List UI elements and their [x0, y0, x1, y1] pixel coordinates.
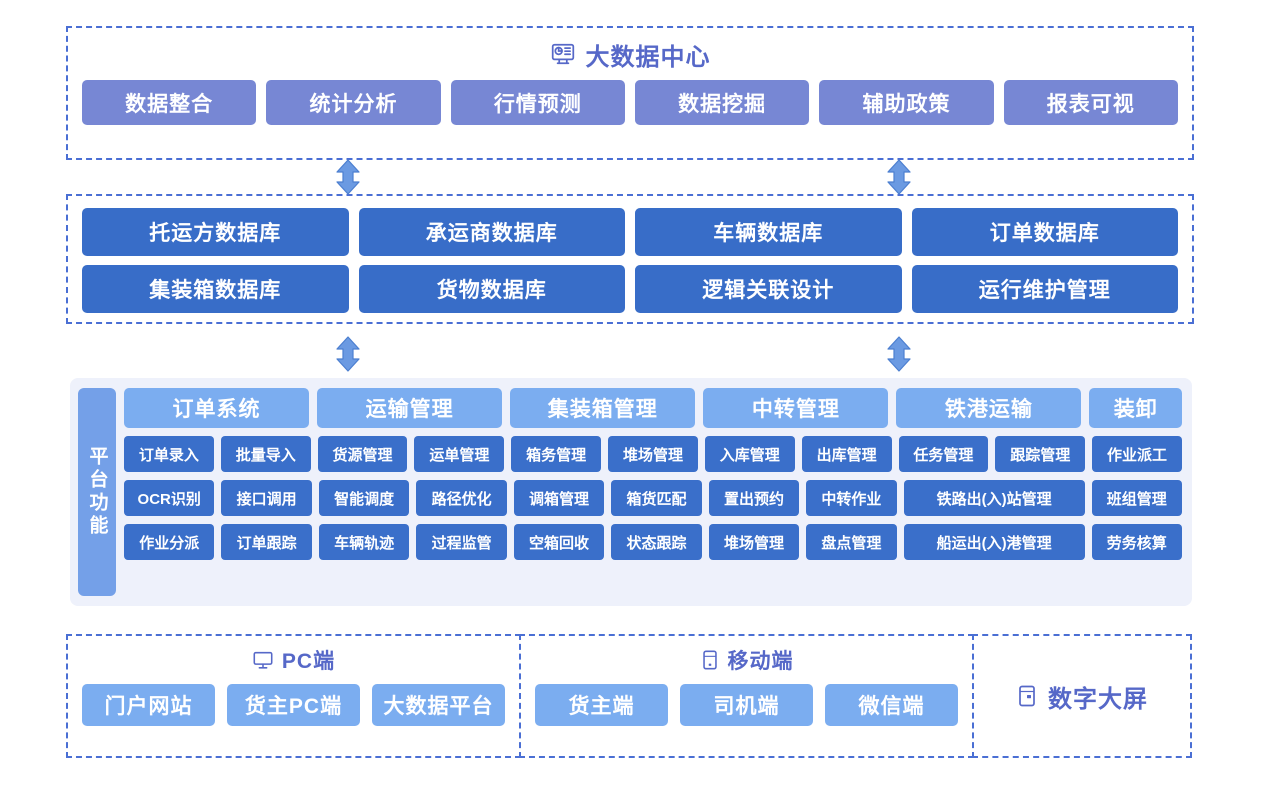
- platform-function-0-10[interactable]: 作业派工: [1092, 436, 1182, 472]
- db-cell-0[interactable]: 托运方数据库: [82, 208, 349, 256]
- pc-terminal-buttons: 门户网站 货主PC端 大数据平台: [68, 684, 519, 726]
- big-data-button-row: 数据整合 统计分析 行情预测 数据挖掘 辅助政策 报表可视: [68, 80, 1192, 125]
- platform-category-2[interactable]: 集装箱管理: [510, 388, 696, 428]
- arrow-db-platform-right: [884, 336, 914, 372]
- platform-function-2-2[interactable]: 车辆轨迹: [318, 524, 410, 560]
- pc-item-0[interactable]: 门户网站: [82, 684, 215, 726]
- big-screen-panel: 数字大屏: [972, 634, 1192, 758]
- platform-category-4[interactable]: 铁港运输: [896, 388, 1082, 428]
- big-data-center-panel: 大数据中心 数据整合 统计分析 行情预测 数据挖掘 辅助政策 报表可视: [66, 26, 1194, 160]
- platform-function-row-0: 订单录入批量导入货源管理运单管理箱务管理堆场管理入库管理出库管理任务管理跟踪管理…: [124, 436, 1182, 472]
- mobile-item-0[interactable]: 货主端: [535, 684, 668, 726]
- platform-function-1-7[interactable]: 中转作业: [806, 480, 897, 516]
- platform-function-0-7[interactable]: 出库管理: [801, 436, 892, 472]
- platform-function-0-6[interactable]: 入库管理: [704, 436, 795, 472]
- platform-function-0-1[interactable]: 批量导入: [220, 436, 311, 472]
- platform-category-row: 订单系统运输管理集装箱管理中转管理铁港运输装卸: [124, 388, 1183, 428]
- platform-function-0-5[interactable]: 堆场管理: [608, 436, 698, 472]
- platform-function-1-0[interactable]: OCR识别: [124, 480, 215, 516]
- platform-category-1[interactable]: 运输管理: [317, 388, 503, 428]
- platform-function-1-4[interactable]: 调箱管理: [513, 480, 605, 516]
- bigdata-button-5[interactable]: 报表可视: [1003, 80, 1178, 125]
- platform-function-row-1: OCR识别接口调用智能调度路径优化调箱管理箱货匹配置出预约中转作业铁路出(入)站…: [124, 480, 1182, 516]
- big-data-center-title: 大数据中心: [68, 28, 1192, 80]
- pc-terminal-title: PC端: [68, 636, 519, 684]
- platform-function-2-4[interactable]: 空箱回收: [513, 524, 605, 560]
- desktop-monitor-icon: [252, 649, 274, 671]
- mobile-item-2[interactable]: 微信端: [825, 684, 958, 726]
- platform-function-2-1[interactable]: 订单跟踪: [221, 524, 312, 560]
- db-cell-2[interactable]: 车辆数据库: [635, 208, 902, 256]
- mobile-item-1[interactable]: 司机端: [680, 684, 813, 726]
- pc-item-2[interactable]: 大数据平台: [372, 684, 505, 726]
- platform-function-0-9[interactable]: 跟踪管理: [995, 436, 1086, 472]
- platform-function-row-2: 作业分派订单跟踪车辆轨迹过程监管空箱回收状态跟踪堆场管理盘点管理船运出(入)港管…: [124, 524, 1182, 560]
- arrow-bigdata-db-left: [333, 159, 363, 195]
- bigdata-button-2[interactable]: 行情预测: [450, 80, 625, 125]
- db-cell-4[interactable]: 集装箱数据库: [82, 265, 349, 313]
- platform-function-0-2[interactable]: 货源管理: [317, 436, 408, 472]
- db-cell-5[interactable]: 货物数据库: [358, 265, 625, 313]
- platform-functions-side-label: 平台功能: [78, 388, 116, 596]
- big-data-center-label: 大数据中心: [585, 43, 711, 71]
- mobile-terminal-buttons: 货主端 司机端 微信端: [521, 684, 972, 726]
- pc-item-1[interactable]: 货主PC端: [227, 684, 360, 726]
- db-cell-3[interactable]: 订单数据库: [911, 208, 1178, 256]
- bigdata-button-4[interactable]: 辅助政策: [819, 80, 994, 125]
- platform-function-1-1[interactable]: 接口调用: [221, 480, 312, 516]
- bigdata-button-0[interactable]: 数据整合: [82, 80, 257, 125]
- monitor-chart-icon: [550, 41, 576, 67]
- mobile-terminal-title: 移动端: [521, 636, 972, 684]
- platform-function-0-3[interactable]: 运单管理: [414, 436, 505, 472]
- big-screen-label: 数字大屏: [1048, 685, 1148, 713]
- platform-function-2-5[interactable]: 状态跟踪: [611, 524, 702, 560]
- pc-terminal-panel: PC端 门户网站 货主PC端 大数据平台: [66, 634, 521, 758]
- arrow-bigdata-db-right: [884, 159, 914, 195]
- platform-category-0[interactable]: 订单系统: [124, 388, 310, 428]
- platform-category-3[interactable]: 中转管理: [703, 388, 889, 428]
- big-screen-title: 数字大屏: [974, 636, 1190, 756]
- bigdata-button-1[interactable]: 统计分析: [266, 80, 441, 125]
- platform-function-1-8[interactable]: 铁路出(入)站管理: [903, 480, 1085, 516]
- platform-function-0-0[interactable]: 订单录入: [124, 436, 214, 472]
- platform-function-0-4[interactable]: 箱务管理: [511, 436, 602, 472]
- platform-function-2-9[interactable]: 劳务核算: [1091, 524, 1182, 560]
- platform-function-1-6[interactable]: 置出预约: [708, 480, 800, 516]
- db-cell-1[interactable]: 承运商数据库: [358, 208, 625, 256]
- platform-functions-body: 订单系统运输管理集装箱管理中转管理铁港运输装卸 订单录入批量导入货源管理运单管理…: [124, 388, 1183, 596]
- platform-function-1-3[interactable]: 路径优化: [416, 480, 507, 516]
- mobile-phone-icon: [700, 649, 720, 671]
- mobile-terminal-panel: 移动端 货主端 司机端 微信端: [519, 634, 974, 758]
- platform-function-0-8[interactable]: 任务管理: [898, 436, 989, 472]
- database-layer-panel: 托运方数据库 承运商数据库 车辆数据库 订单数据库 集装箱数据库 货物数据库 逻…: [66, 194, 1194, 324]
- arrow-db-platform-left: [333, 336, 363, 372]
- platform-function-2-0[interactable]: 作业分派: [124, 524, 215, 560]
- bigdata-button-3[interactable]: 数据挖掘: [634, 80, 810, 125]
- platform-functions-panel: 平台功能 订单系统运输管理集装箱管理中转管理铁港运输装卸 订单录入批量导入货源管…: [70, 378, 1192, 606]
- platform-function-1-9[interactable]: 班组管理: [1091, 480, 1182, 516]
- platform-function-2-8[interactable]: 船运出(入)港管理: [903, 524, 1085, 560]
- big-screen-icon: [1016, 684, 1038, 708]
- platform-function-2-6[interactable]: 堆场管理: [708, 524, 800, 560]
- pc-terminal-label: PC端: [281, 650, 336, 673]
- database-grid: 托运方数据库 承运商数据库 车辆数据库 订单数据库 集装箱数据库 货物数据库 逻…: [68, 196, 1192, 325]
- platform-category-5[interactable]: 装卸: [1089, 388, 1183, 428]
- mobile-terminal-label: 移动端: [727, 650, 794, 673]
- platform-function-1-5[interactable]: 箱货匹配: [611, 480, 702, 516]
- db-cell-7[interactable]: 运行维护管理: [911, 265, 1178, 313]
- platform-function-2-7[interactable]: 盘点管理: [806, 524, 897, 560]
- platform-function-1-2[interactable]: 智能调度: [318, 480, 410, 516]
- terminal-row: PC端 门户网站 货主PC端 大数据平台 移动端 货主端: [66, 634, 1194, 758]
- db-cell-6[interactable]: 逻辑关联设计: [635, 265, 902, 313]
- platform-function-2-3[interactable]: 过程监管: [416, 524, 507, 560]
